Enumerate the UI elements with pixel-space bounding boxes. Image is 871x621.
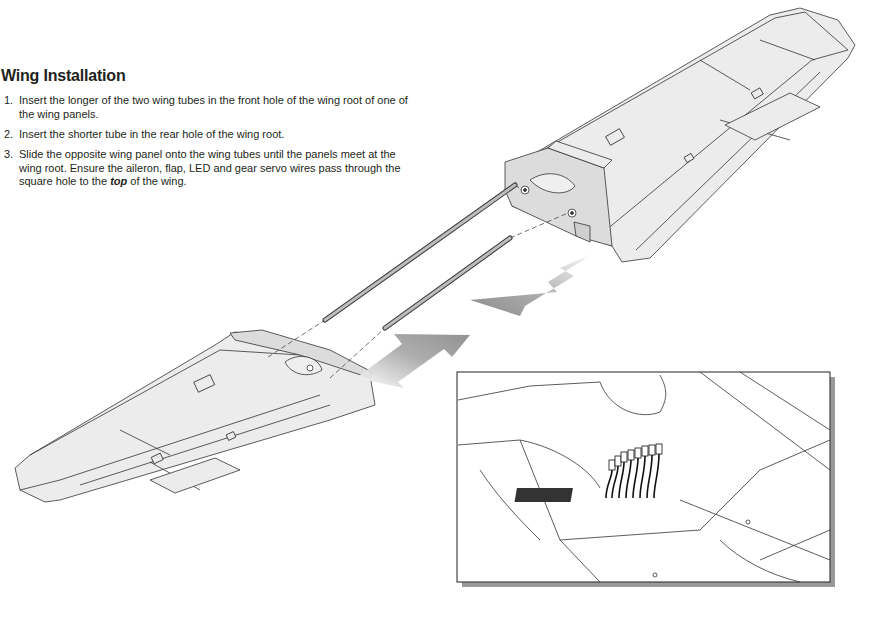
step-text: Slide the opposite wing panel onto the w… [19, 148, 401, 187]
wing-tubes [325, 185, 515, 328]
step-text: Insert the longer of the two wing tubes … [19, 94, 419, 121]
left-wing-root [230, 330, 372, 378]
step-number: 3. [4, 148, 18, 162]
step-text: Insert the shorter tube in the rear hole… [19, 128, 419, 142]
heading: Wing Installation [1, 67, 125, 85]
step-number: 1. [4, 94, 18, 108]
inset-detail [457, 372, 835, 587]
step-text: of the wing. [130, 175, 186, 187]
step-number: 2. [4, 128, 18, 142]
motion-arrow [470, 252, 596, 316]
emphasis-text: top [110, 175, 127, 187]
right-wing-root [505, 141, 612, 246]
step-paragraph: Slide the opposite wing panel onto the w… [19, 148, 419, 189]
motion-arrow [356, 334, 470, 388]
